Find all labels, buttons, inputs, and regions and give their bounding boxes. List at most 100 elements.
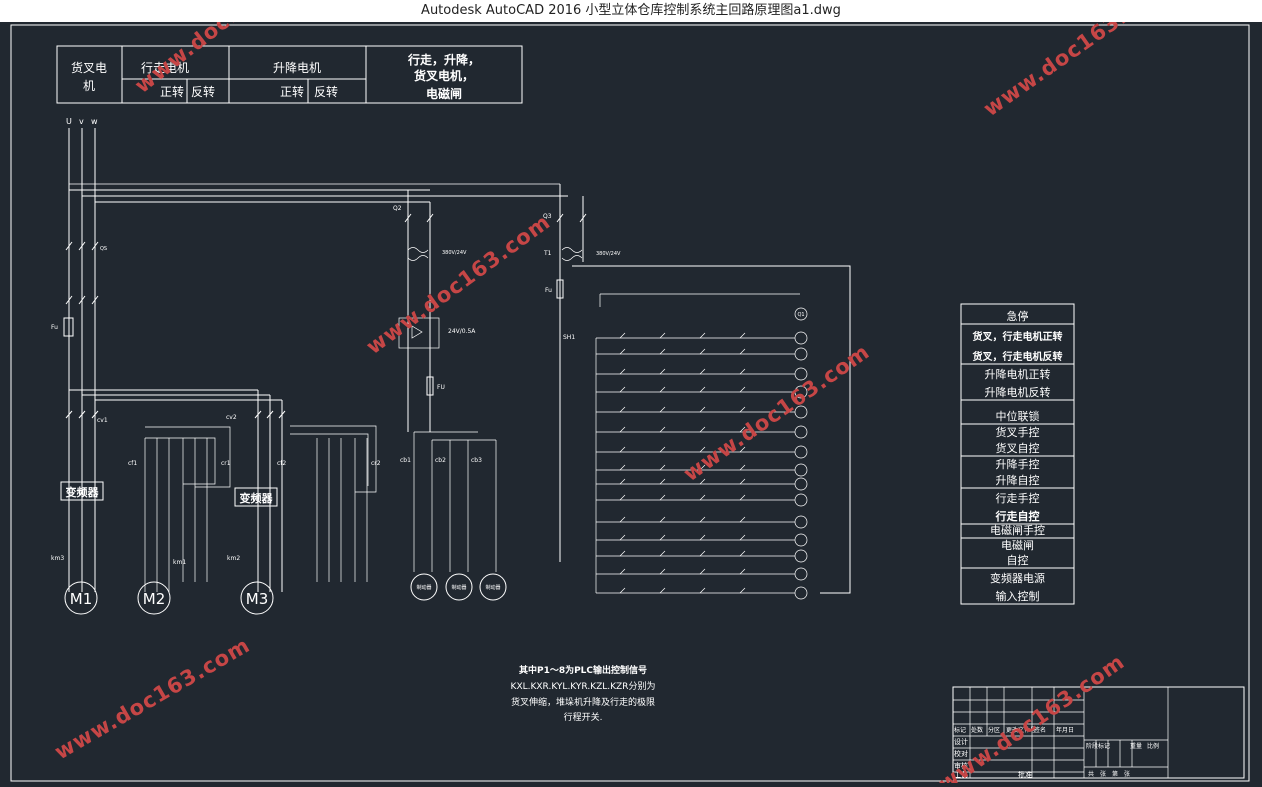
svg-text:变频器: 变频器 xyxy=(240,491,274,505)
header-fwd-1: 正转 xyxy=(160,84,184,99)
drawing-frame xyxy=(10,24,1250,782)
legend-item: 货叉自控 xyxy=(996,441,1040,455)
svg-text:年月日: 年月日 xyxy=(1056,726,1074,734)
legend-item: 行走手控 xyxy=(996,491,1040,505)
legend-item: 中位联锁 xyxy=(996,409,1040,423)
label-km3: km3 xyxy=(51,555,64,562)
svg-text:380V/24V: 380V/24V xyxy=(442,250,467,256)
svg-text:制动器: 制动器 xyxy=(485,584,500,591)
motor-m1 xyxy=(64,581,98,615)
header-cell-all-3: 电磁闸 xyxy=(426,86,462,101)
svg-text:货叉伸缩，堆垛机升降及行走的极限: 货叉伸缩，堆垛机升降及行走的极限 xyxy=(511,696,655,708)
svg-text:更改文件号: 更改文件号 xyxy=(1006,726,1036,734)
title-block: 标记 处数 分区 更改文件号 签名 年月日 设计 校对 审核 工艺 批准 阶段标… xyxy=(952,686,1245,779)
svg-text:Q1: Q1 xyxy=(797,312,804,318)
legend-item: 升降自控 xyxy=(996,473,1040,487)
header-cell-lift: 升降电机 xyxy=(273,61,321,75)
legend-item: 货叉，行走电机正转 xyxy=(973,330,1063,343)
svg-text:FU: FU xyxy=(437,384,445,391)
watermark-text: www.doc163.com xyxy=(362,210,555,360)
legend-item: 货叉手控 xyxy=(996,425,1040,439)
label-cf1: cf1 xyxy=(128,460,137,467)
legend-item: 急停 xyxy=(1007,309,1029,323)
fuse-brake xyxy=(426,376,434,396)
svg-text:制动器: 制动器 xyxy=(416,584,431,591)
svg-text:其中P1～8为PLC输出控制信号: 其中P1～8为PLC输出控制信号 xyxy=(519,664,647,676)
svg-text:行程开关.: 行程开关. xyxy=(564,711,603,723)
svg-text:工艺: 工艺 xyxy=(954,771,968,779)
label-cv1: cv1 xyxy=(97,417,108,424)
svg-text:cb2: cb2 xyxy=(435,457,446,464)
svg-text:380V/24V: 380V/24V xyxy=(596,251,621,257)
header-cell-fork-2: 机 xyxy=(83,79,95,93)
legend-item: 货叉，行走电机反转 xyxy=(973,350,1063,363)
svg-text:重量: 重量 xyxy=(1130,742,1142,750)
inverter-2 xyxy=(234,487,278,507)
legend-item: 升降电机反转 xyxy=(985,385,1051,399)
legend-table: 急停货叉，行走电机正转货叉，行走电机反转升降电机正转升降电机反转中位联锁货叉手控… xyxy=(960,303,1075,605)
svg-text:cb3: cb3 xyxy=(471,457,482,464)
brake-1 xyxy=(410,573,438,601)
control-circuit: Q3 T1 380V/24V Fu SH1 Q1 xyxy=(543,184,851,600)
svg-text:批准: 批准 xyxy=(1018,770,1032,779)
watermark-text: www.doc163.com xyxy=(679,339,874,486)
legend-item: 升降电机正转 xyxy=(985,367,1051,381)
svg-text:变频器: 变频器 xyxy=(66,485,100,499)
watermark-text: www.doc163.com xyxy=(51,633,255,764)
brake-2 xyxy=(445,573,473,601)
schematic-svg: 货叉电 机 行走电机 升降电机 行走，升降， 货叉电机， 电磁闸 正转 反转 正… xyxy=(10,0,1250,787)
label-cf2: cf2 xyxy=(277,460,286,467)
svg-text:校对: 校对 xyxy=(954,749,968,758)
svg-text:阶段标记: 阶段标记 xyxy=(1086,742,1110,750)
motors: M1 M2 M3 制动器 制动器 制动器 xyxy=(64,573,507,615)
header-cell-travel: 行走电机 xyxy=(141,61,189,75)
phase-w: w xyxy=(91,117,98,126)
legend-item: 电磁闸手控 xyxy=(990,523,1045,537)
svg-text:Q3: Q3 xyxy=(543,213,552,220)
label-cv2: cv2 xyxy=(226,414,237,421)
label-cr1: cr1 xyxy=(221,460,231,467)
svg-text:比例: 比例 xyxy=(1147,742,1159,750)
svg-text:M2: M2 xyxy=(143,590,166,608)
inverter-1 xyxy=(60,481,104,501)
legend-item: 自控 xyxy=(1007,553,1029,567)
svg-text:标记: 标记 xyxy=(954,726,966,734)
svg-text:分区: 分区 xyxy=(988,726,1000,734)
svg-text:KXL.KXR.KYL.KYR.KZL.KZR分别为: KXL.KXR.KYL.KYR.KZL.KZR分别为 xyxy=(511,680,656,692)
motor-m2 xyxy=(137,581,171,615)
fuse-main xyxy=(63,317,74,337)
header-cell-all-2: 货叉电机， xyxy=(414,68,474,83)
legend-item: 变频器电源 xyxy=(990,571,1045,585)
svg-text:制动器: 制动器 xyxy=(451,584,466,591)
watermark-text: www.doc163.com xyxy=(934,649,1129,783)
header-table: 货叉电 机 行走电机 升降电机 行走，升降， 货叉电机， 电磁闸 正转 反转 正… xyxy=(56,45,523,104)
svg-text:签名: 签名 xyxy=(1034,726,1046,734)
svg-text:M3: M3 xyxy=(246,590,269,608)
main-bus: QS Fu cv1 cv2 变频器 变频器 cf1 cr1 cf2 cr2 km… xyxy=(51,128,568,592)
svg-text:设计: 设计 xyxy=(954,737,968,746)
header-cell-fork-1: 货叉电 xyxy=(71,60,107,75)
header-rev-1: 反转 xyxy=(191,84,215,99)
label-km1: km1 xyxy=(173,559,186,566)
label-qs: QS xyxy=(100,246,107,252)
note-block: 其中P1～8为PLC输出控制信号 KXL.KXR.KYL.KYR.KZL.KZR… xyxy=(511,664,656,723)
header-rev-2: 反转 xyxy=(314,84,338,99)
svg-text:M1: M1 xyxy=(70,590,93,608)
svg-text:Fu: Fu xyxy=(545,287,552,294)
svg-text:24V/0.5A: 24V/0.5A xyxy=(448,328,476,335)
label-cr2: cr2 xyxy=(371,460,381,467)
label-fu-main: Fu xyxy=(51,324,58,331)
header-fwd-2: 正转 xyxy=(280,84,304,99)
svg-text:处数: 处数 xyxy=(971,726,983,734)
svg-text:Q2: Q2 xyxy=(393,205,402,212)
svg-text:SH1: SH1 xyxy=(563,334,575,341)
phase-u: U xyxy=(66,117,72,126)
motor-m3 xyxy=(240,581,274,615)
legend-item: 输入控制 xyxy=(996,589,1040,603)
watermark-text: www.doc163.com xyxy=(979,22,1174,121)
phase-v: v xyxy=(79,117,84,126)
brake-3 xyxy=(479,573,507,601)
legend-item: 行走自控 xyxy=(995,509,1040,523)
svg-text:cb1: cb1 xyxy=(400,457,411,464)
